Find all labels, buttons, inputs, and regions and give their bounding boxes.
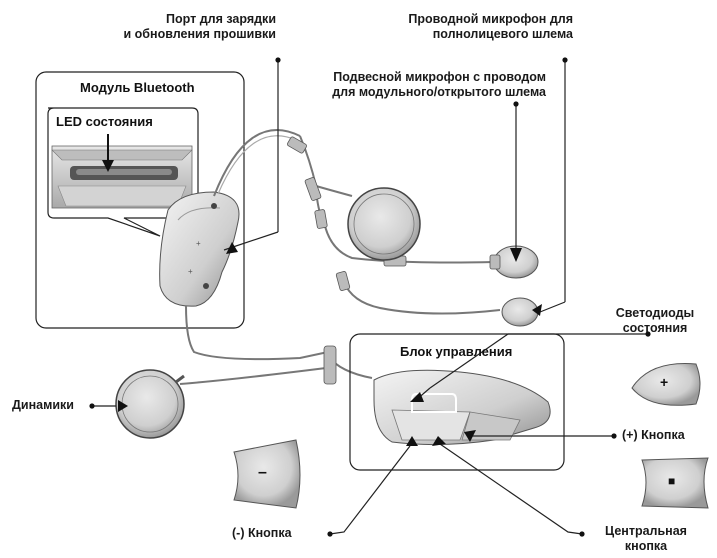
label-boom-mic: Подвесной микрофон с проводом для модуль… bbox=[332, 70, 546, 100]
center-symbol: ■ bbox=[668, 474, 675, 488]
label-center-button-line2: кнопка bbox=[586, 539, 706, 554]
label-wired-mic-line1: Проводной микрофон для bbox=[408, 12, 573, 27]
label-status-leds-line2: состояния bbox=[600, 321, 710, 336]
label-center-button: Центральная кнопка bbox=[586, 524, 706, 554]
speaker-right bbox=[348, 188, 420, 260]
label-control-unit: Блок управления bbox=[400, 344, 512, 359]
speaker-left bbox=[116, 370, 184, 438]
label-status-leds-line1: Светодиоды bbox=[600, 306, 710, 321]
label-wired-mic: Проводной микрофон для полнолицевого шле… bbox=[408, 12, 573, 42]
label-status-leds: Светодиоды состояния bbox=[600, 306, 710, 336]
label-minus-button: (-) Кнопка bbox=[232, 526, 292, 541]
control-unit bbox=[374, 370, 550, 444]
label-wired-mic-line2: полнолицевого шлема bbox=[408, 27, 573, 42]
label-center-button-line1: Центральная bbox=[586, 524, 706, 539]
svg-text:+: + bbox=[188, 267, 193, 276]
label-led-status: LED состояния bbox=[56, 114, 153, 129]
label-charging-port-line1: Порт для зарядки bbox=[124, 12, 277, 27]
label-charging-port: Порт для зарядки и обновления прошивки bbox=[124, 12, 277, 42]
label-charging-port-line2: и обновления прошивки bbox=[124, 27, 277, 42]
label-speakers: Динамики bbox=[12, 398, 74, 413]
wired-mic bbox=[502, 298, 538, 326]
label-plus-button: (+) Кнопка bbox=[622, 428, 685, 443]
label-bluetooth-module: Модуль Bluetooth bbox=[80, 80, 195, 95]
label-boom-mic-line1: Подвесной микрофон с проводом bbox=[332, 70, 546, 85]
plus-symbol: + bbox=[660, 374, 668, 390]
label-boom-mic-line2: для модульного/открытого шлема bbox=[332, 85, 546, 100]
minus-symbol: – bbox=[258, 464, 267, 482]
minus-button-shape bbox=[234, 440, 300, 508]
svg-text:+: + bbox=[196, 239, 201, 248]
